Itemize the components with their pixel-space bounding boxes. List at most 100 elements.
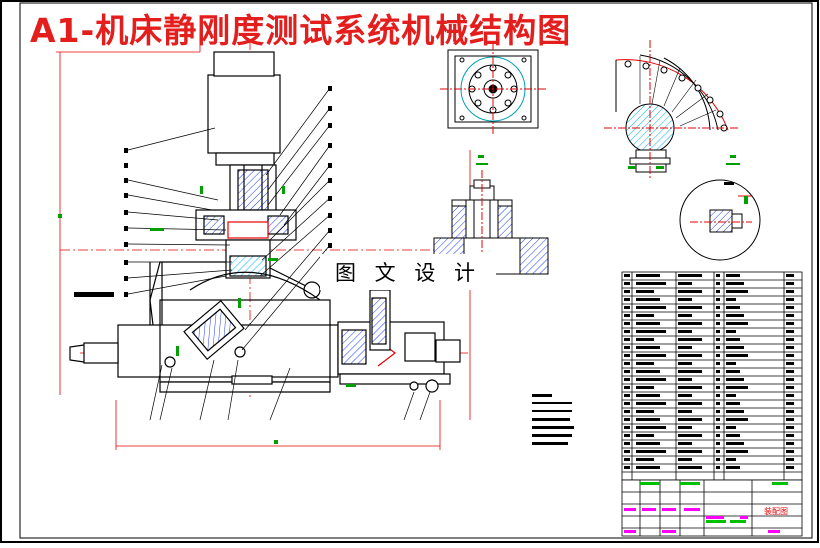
parts-list-entry bbox=[678, 314, 692, 317]
parts-list-entry bbox=[636, 346, 660, 349]
parts-list-entry bbox=[636, 322, 660, 325]
parts-list-entry bbox=[726, 458, 736, 461]
parts-list-entry bbox=[716, 274, 720, 277]
parts-list-entry bbox=[786, 434, 794, 437]
parts-list-entry bbox=[636, 442, 660, 445]
parts-list-entry bbox=[636, 434, 654, 437]
parts-list-entry bbox=[636, 274, 660, 277]
parts-list-entry bbox=[786, 338, 794, 341]
parts-list-entry bbox=[678, 458, 692, 461]
parts-list-entry bbox=[716, 378, 720, 381]
parts-list-entry bbox=[786, 442, 794, 445]
parts-list-entry bbox=[786, 282, 794, 285]
technical-notes bbox=[532, 394, 574, 445]
parts-list-entry bbox=[726, 466, 740, 469]
parts-list-entry bbox=[716, 418, 720, 421]
parts-list-entry bbox=[786, 306, 794, 309]
parts-list-entry bbox=[786, 346, 794, 349]
parts-list-entry bbox=[636, 402, 666, 405]
parts-list-entry bbox=[678, 290, 702, 293]
parts-list-entry bbox=[624, 434, 630, 437]
parts-list-entry bbox=[678, 394, 692, 397]
parts-list-entry bbox=[716, 290, 720, 293]
parts-list-entry bbox=[716, 458, 720, 461]
parts-list-entry bbox=[636, 338, 654, 341]
parts-list-entry bbox=[624, 338, 630, 341]
parts-list-entry bbox=[726, 450, 748, 453]
parts-list-entry bbox=[636, 386, 654, 389]
parts-list-entry bbox=[624, 306, 630, 309]
parts-list-entry bbox=[716, 370, 720, 373]
parts-list-entry bbox=[786, 370, 794, 373]
parts-list-entry bbox=[716, 338, 720, 341]
drawing-name-label: 装配图 bbox=[764, 506, 788, 516]
parts-list-entry bbox=[726, 426, 736, 429]
parts-list-entry bbox=[636, 354, 666, 357]
parts-list-entry bbox=[726, 370, 740, 373]
main-assembly-view bbox=[56, 30, 500, 450]
parts-list-entry bbox=[786, 458, 794, 461]
parts-list-entry bbox=[624, 410, 630, 413]
parts-list-entry bbox=[624, 378, 630, 381]
parts-list-entry bbox=[716, 306, 720, 309]
parts-list-entry bbox=[726, 354, 748, 357]
parts-list-entry bbox=[716, 298, 720, 301]
parts-list-entry bbox=[636, 410, 654, 413]
parts-list-entry bbox=[716, 346, 720, 349]
parts-list-entry bbox=[726, 306, 740, 309]
parts-list-entry bbox=[716, 314, 720, 317]
parts-list-entry bbox=[786, 314, 794, 317]
parts-list-entry bbox=[678, 370, 702, 373]
parts-list-entry bbox=[726, 338, 740, 341]
title-block: 装配图 bbox=[621, 479, 803, 537]
parts-list-entry bbox=[786, 330, 794, 333]
parts-list-entry bbox=[726, 274, 740, 277]
parts-list-entry bbox=[624, 394, 630, 397]
parts-list-entry bbox=[726, 434, 740, 437]
parts-list-entry bbox=[716, 466, 720, 469]
parts-list-entry bbox=[726, 282, 744, 285]
parts-list-entry bbox=[678, 282, 692, 285]
parts-list-entry bbox=[636, 394, 660, 397]
parts-list-entry bbox=[786, 418, 794, 421]
parts-list-entry bbox=[636, 418, 660, 421]
parts-list-entry bbox=[716, 386, 720, 389]
inner-border bbox=[19, 2, 813, 539]
parts-list-entry bbox=[636, 314, 654, 317]
parts-list-entry bbox=[624, 274, 630, 277]
parts-list-entry bbox=[624, 298, 630, 301]
parts-list-entry bbox=[726, 362, 736, 365]
parts-list-entry bbox=[786, 378, 794, 381]
parts-list-entry bbox=[624, 418, 630, 421]
parts-list-entry bbox=[726, 290, 748, 293]
parts-list-entry bbox=[624, 466, 630, 469]
parts-list-entry bbox=[624, 330, 630, 333]
parts-list-entry bbox=[726, 330, 736, 333]
parts-list-entry bbox=[624, 314, 630, 317]
parts-list-entry bbox=[636, 282, 666, 285]
parts-list-entry bbox=[786, 354, 794, 357]
parts-list-entry bbox=[678, 386, 702, 389]
parts-list-entry bbox=[624, 346, 630, 349]
parts-list-entry bbox=[678, 426, 692, 429]
parts-list-entry bbox=[786, 394, 794, 397]
dial-gauge-view bbox=[604, 40, 740, 180]
parts-list-entry bbox=[786, 298, 794, 301]
parts-list-entry bbox=[624, 362, 630, 365]
parts-list-entry bbox=[726, 346, 744, 349]
detail-view bbox=[679, 155, 761, 261]
parts-list-entry bbox=[726, 418, 748, 421]
parts-list-entry bbox=[786, 290, 794, 293]
parts-list-entry bbox=[678, 330, 692, 333]
parts-list-entry bbox=[726, 402, 740, 405]
parts-list-entry bbox=[786, 466, 794, 469]
parts-list-entry bbox=[624, 386, 630, 389]
parts-list-entry bbox=[678, 450, 702, 453]
parts-list-entry bbox=[726, 298, 736, 301]
parts-list-entry bbox=[636, 370, 660, 373]
parts-list-entry bbox=[624, 450, 630, 453]
parts-list-entry bbox=[678, 466, 702, 469]
parts-list-entry bbox=[786, 362, 794, 365]
parts-list-entry bbox=[636, 362, 654, 365]
